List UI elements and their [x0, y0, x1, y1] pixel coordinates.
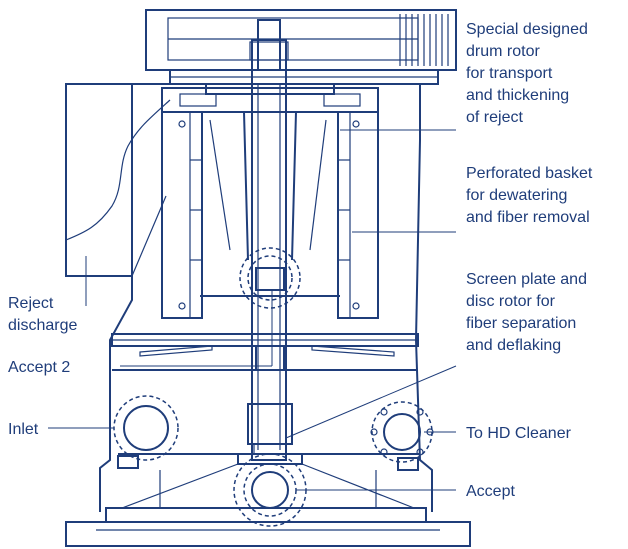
label-screen-plate: Screen plate and disc rotor for fiber se…: [466, 271, 591, 354]
hd-cleaner-flange: [370, 401, 434, 471]
label-accept: Accept: [466, 483, 515, 500]
label-basket: Perforated basket for dewatering and fib…: [466, 165, 597, 226]
outer-casing: [99, 83, 438, 512]
screen-plate-section: [111, 333, 420, 455]
inlet-flange: [113, 395, 179, 469]
label-accept2: Accept 2: [8, 359, 70, 376]
reject-discharge-hood: [65, 83, 171, 277]
callout-screen-plate: [285, 365, 457, 439]
label-reject: Reject discharge: [8, 295, 77, 334]
cooling-fins: [399, 14, 449, 66]
callout-lines: [48, 129, 457, 491]
drive-housing: [145, 9, 457, 85]
label-hd-cleaner: To HD Cleaner: [466, 425, 572, 442]
drum-rotor: [200, 39, 340, 461]
label-drum-rotor: Special designed drum rotor for transpor…: [466, 21, 592, 126]
basket-frame: [161, 87, 379, 319]
label-inlet: Inlet: [8, 421, 39, 438]
accept2-flange: [239, 247, 301, 309]
